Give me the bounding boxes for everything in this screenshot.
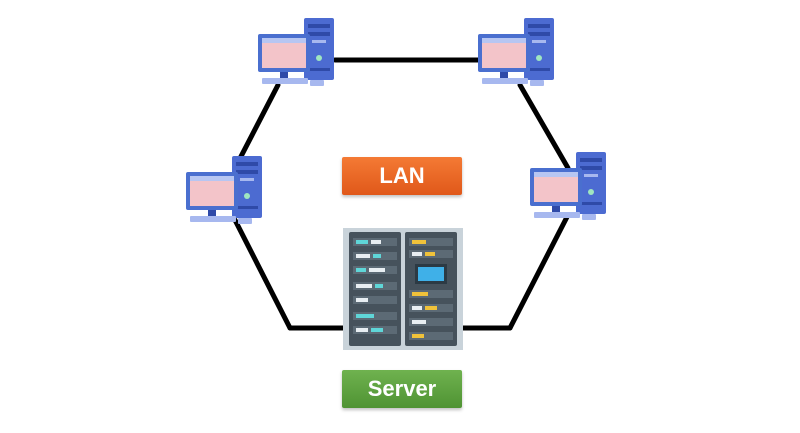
desktop-computer-icon <box>478 18 554 86</box>
link-left-server <box>232 217 293 331</box>
workstation-right <box>530 152 606 220</box>
desktop-computer-icon <box>530 152 606 220</box>
link-top-left <box>232 82 281 171</box>
server-rack <box>343 228 463 350</box>
workstation-top-right <box>478 18 554 86</box>
desktop-computer-icon <box>186 156 262 224</box>
workstation-left <box>186 156 262 224</box>
lan-label-text: LAN <box>379 163 425 188</box>
link-top-right <box>517 82 571 171</box>
server-label: Server <box>342 370 462 408</box>
workstation-top-left <box>258 18 334 86</box>
link-right-server <box>507 212 571 331</box>
server-rack-icon <box>343 228 463 350</box>
desktop-computer-icon <box>258 18 334 86</box>
lan-label: LAN <box>342 157 462 195</box>
server-label-text: Server <box>367 376 437 401</box>
